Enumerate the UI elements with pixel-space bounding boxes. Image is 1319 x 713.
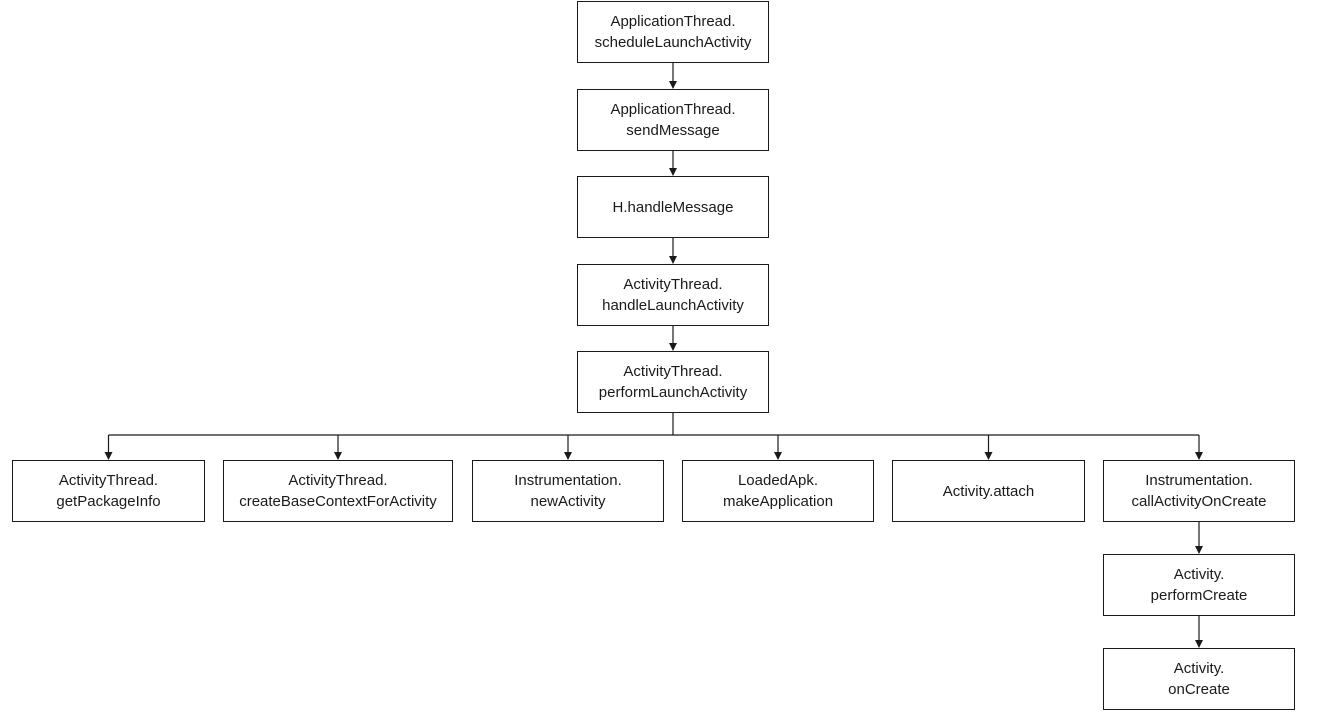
- node-line-1: LoadedApk.: [737, 472, 819, 489]
- node-call-activity-on-create: Instrumentation. callActivityOnCreate: [1103, 460, 1295, 522]
- node-perform-create: Activity. performCreate: [1103, 554, 1295, 616]
- node-create-base-context: ActivityThread. createBaseContextForActi…: [223, 460, 453, 522]
- node-handle-message: H.handleMessage: [577, 176, 769, 238]
- node-line-2: createBaseContextForActivity: [239, 493, 437, 510]
- node-line-2: performLaunchActivity: [598, 384, 748, 401]
- node-line-1: ApplicationThread.: [610, 101, 736, 118]
- node-line-1: Instrumentation.: [514, 472, 622, 489]
- node-new-activity: Instrumentation. newActivity: [472, 460, 664, 522]
- node-line-2: makeApplication: [722, 493, 834, 510]
- node-line-2: sendMessage: [626, 122, 720, 139]
- node-line-1: Activity.: [1173, 660, 1225, 677]
- node-line-2: handleLaunchActivity: [602, 297, 744, 314]
- node-line-1: Activity.: [1173, 566, 1225, 583]
- node-line-1: ActivityThread.: [288, 472, 388, 489]
- node-on-create: Activity. onCreate: [1103, 648, 1295, 710]
- node-handle-launch-activity: ActivityThread. handleLaunchActivity: [577, 264, 769, 326]
- node-line-1: ApplicationThread.: [610, 13, 736, 30]
- node-line-1: ActivityThread.: [58, 472, 159, 489]
- node-activity-attach: Activity.attach: [892, 460, 1085, 522]
- node-schedule-launch-activity: ApplicationThread. scheduleLaunchActivit…: [577, 1, 769, 63]
- node-line-1: Activity.attach: [942, 482, 1035, 500]
- node-perform-launch-activity: ActivityThread. performLaunchActivity: [577, 351, 769, 413]
- node-line-1: ActivityThread.: [623, 276, 723, 293]
- node-line-2: newActivity: [530, 493, 606, 510]
- node-line-2: getPackageInfo: [56, 493, 161, 510]
- node-line-1: H.handleMessage: [612, 198, 734, 216]
- node-line-1: ActivityThread.: [623, 363, 723, 380]
- node-get-package-info: ActivityThread. getPackageInfo: [12, 460, 205, 522]
- node-send-message: ApplicationThread. sendMessage: [577, 89, 769, 151]
- node-line-1: Instrumentation.: [1145, 472, 1253, 489]
- node-make-application: LoadedApk. makeApplication: [682, 460, 874, 522]
- node-line-2: scheduleLaunchActivity: [594, 34, 752, 51]
- node-line-2: callActivityOnCreate: [1131, 493, 1267, 510]
- node-line-2: onCreate: [1168, 681, 1230, 698]
- node-line-2: performCreate: [1150, 587, 1248, 604]
